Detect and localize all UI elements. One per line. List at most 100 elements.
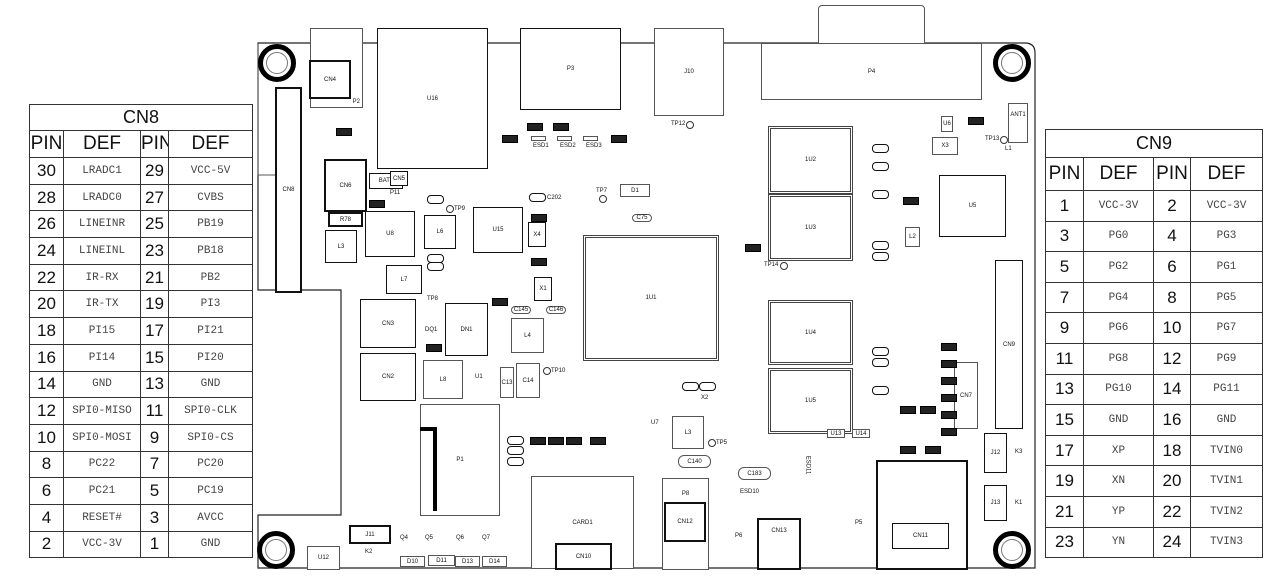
component-label: D11 <box>436 557 447 564</box>
component-label: P2 <box>352 99 360 105</box>
c145-capacitor: C145 <box>511 306 531 314</box>
component-label: J11 <box>365 531 375 538</box>
pin-number: 13 <box>1045 373 1084 406</box>
smd-resistor <box>900 406 916 414</box>
pin-definition: VCC-3V <box>63 530 141 559</box>
cn9-connector: CN9 <box>995 260 1023 429</box>
component-label: CN13 <box>771 528 787 534</box>
smd-resistor <box>903 197 919 205</box>
dq1-label: DQ1 <box>425 327 438 333</box>
u8-chip: U8 <box>365 211 415 257</box>
smd-capacitor <box>872 358 889 367</box>
pin-definition: TVIN1 <box>1189 465 1264 497</box>
pin-definition: GND <box>1189 404 1264 436</box>
smd-capacitor <box>427 262 444 271</box>
smd-capacitor <box>427 195 444 204</box>
component-label: CN10 <box>575 553 592 560</box>
d11-diode: D11 <box>428 555 455 566</box>
component-label: 1U3 <box>804 224 816 231</box>
c202-capacitor <box>529 193 546 202</box>
x3-crystal: X3 <box>932 137 958 155</box>
component-label: X3 <box>941 143 949 149</box>
component-label: U15 <box>492 227 504 233</box>
c202-label: C202 <box>547 195 562 201</box>
smd-capacitor <box>872 162 889 171</box>
l7-inductor: L7 <box>386 265 422 294</box>
pin-definition: SPI0-CLK <box>167 397 254 425</box>
component-label: X4 <box>533 231 541 238</box>
component-label: CN11 <box>913 533 928 539</box>
component-label: U8 <box>386 231 394 237</box>
l1-label: L1 <box>1005 146 1012 152</box>
pin-number: 3 <box>1045 220 1084 253</box>
u14-chip: U14 <box>852 429 870 438</box>
test-point <box>708 439 716 447</box>
k2-label: K2 <box>365 549 373 555</box>
mounting-hole <box>257 531 295 569</box>
u1-label: U1 <box>475 374 483 380</box>
component-label: CARD1 <box>572 519 593 526</box>
component-label: CN12 <box>677 519 693 525</box>
smd-resistor <box>941 377 957 385</box>
pin-definition: VCC-3V <box>1083 190 1154 222</box>
k1-label: K1 <box>1015 500 1023 506</box>
pin-definition: PG10 <box>1083 373 1154 406</box>
smd-resistor <box>968 117 984 125</box>
pin-number: 10 <box>1153 312 1191 344</box>
pin-definition: VCC-3V <box>1189 190 1264 222</box>
component-label: J13 <box>990 500 1001 506</box>
pin-definition: YN <box>1083 526 1154 559</box>
component-label: CN3 <box>381 320 394 327</box>
pin-definition: PG4 <box>1083 281 1154 314</box>
pin-definition: LRADC0 <box>63 183 141 212</box>
pin-number: 22 <box>29 263 64 292</box>
p3-connector: P3 <box>520 28 621 110</box>
smd-resistor <box>611 135 627 143</box>
mounting-hole <box>258 44 296 82</box>
cn7-connector: CN7 <box>954 362 978 429</box>
component-label: BAT1 <box>378 178 394 184</box>
pin-definition: AVCC <box>167 503 254 532</box>
component-label: U16 <box>426 95 438 102</box>
1u3-memory-chip: 1U3 <box>768 194 853 261</box>
component-label: D1 <box>631 187 639 194</box>
pin-number: 16 <box>1153 404 1191 436</box>
pin-definition: PI14 <box>63 343 141 372</box>
pin-number: 21 <box>1045 495 1084 528</box>
smd-resistor <box>502 135 518 143</box>
component-label: U5 <box>968 203 977 209</box>
component-label: C146 <box>548 307 564 313</box>
l8-inductor: L8 <box>423 360 463 399</box>
tp5-label: TP5 <box>716 440 728 446</box>
tp9-label: TP9 <box>454 206 466 212</box>
smd-capacitor <box>872 190 889 199</box>
test-point <box>686 121 694 129</box>
pin-definition: PG5 <box>1189 281 1264 314</box>
esd2-label: ESD2 <box>560 143 576 149</box>
component-label: U6 <box>943 121 951 127</box>
pin-number: 18 <box>1153 434 1191 467</box>
pin-definition: GND <box>63 370 141 399</box>
cn4-connector: CN4 <box>309 60 351 99</box>
test-point <box>543 367 551 375</box>
component-label: 1U2 <box>804 157 816 163</box>
component-label: ANT1 <box>1010 112 1026 118</box>
d14-diode: D14 <box>482 556 507 567</box>
cn8-table-title: CN8 <box>28 104 254 131</box>
def-header: DEF <box>63 130 141 158</box>
pin-number: 1 <box>140 530 169 559</box>
smd-resistor <box>531 214 547 222</box>
pin-definition: IR-RX <box>63 263 141 292</box>
l4-inductor: L4 <box>511 318 544 353</box>
component-label: P8 <box>681 491 690 497</box>
test-point <box>446 205 454 213</box>
